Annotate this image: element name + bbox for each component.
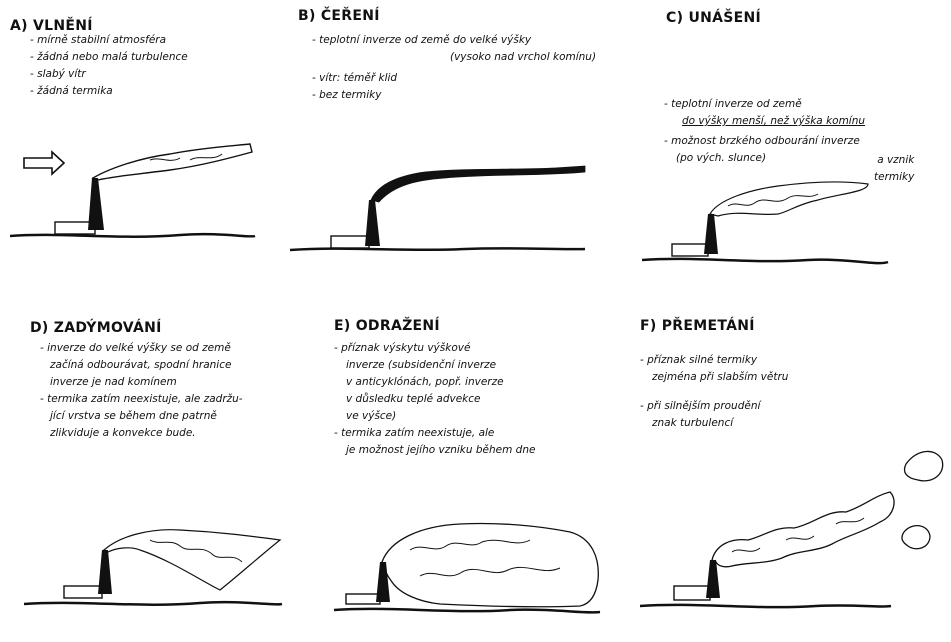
panel-e-line: je možnost jejího vzniku během dne xyxy=(346,444,536,456)
chimney xyxy=(365,200,380,246)
panel-f-line: - příznak silné termiky xyxy=(640,354,758,366)
smoke-plume-lofting xyxy=(102,529,282,591)
panel-f-illustration xyxy=(639,450,944,609)
panel-c-line: - teplotní inverze od země xyxy=(664,98,802,110)
panel-d-line: jící vrstva se během dne patrně xyxy=(50,410,217,422)
chimney xyxy=(88,178,104,230)
panel-c-line: - možnost brzkého odbourání inverze xyxy=(664,135,860,147)
panel-c-illustration xyxy=(641,181,889,265)
smoke-plume-looping xyxy=(381,522,599,608)
panel-d-title: D) ZADÝMOVÁNÍ xyxy=(30,320,162,336)
panel-c-line: do výšky menší, než výška komínu xyxy=(682,115,866,127)
panel-a-illustration xyxy=(9,143,256,238)
ground-line xyxy=(641,257,889,265)
panel-d-line: začíná odbourávat, spodní hranice xyxy=(50,359,232,371)
panel-d-line: inverze je nad komínem xyxy=(50,376,177,388)
panel-f-text: - příznak silné termiky zejména při slab… xyxy=(640,352,788,432)
panel-a-line: - mírně stabilní atmosféra xyxy=(30,34,167,46)
factory-building xyxy=(671,243,709,257)
factory-building xyxy=(673,585,711,601)
panel-a-text: - mírně stabilní atmosféra - žádná nebo … xyxy=(30,32,188,100)
panel-c-text: - teplotní inverze od země do výšky menš… xyxy=(664,96,865,167)
chimney xyxy=(98,550,112,594)
panel-b-line: - teplotní inverze od země do velké výšk… xyxy=(312,34,532,46)
smoke-plume-coning xyxy=(711,491,895,568)
panel-b-line: - bez termiky xyxy=(312,89,382,101)
panel-c-text-right: a vznik termiky xyxy=(874,152,914,186)
panel-a-title: A) VLNĚNÍ xyxy=(10,18,93,34)
factory-building xyxy=(54,221,96,235)
panel-a-line: - žádná nebo malá turbulence xyxy=(30,51,188,63)
panel-b-line: - vítr: téměř klid xyxy=(312,72,398,84)
panel-e-line: v anticyklónách, popř. inverze xyxy=(346,376,504,388)
panel-e-line: ve výšce) xyxy=(346,410,397,422)
panel-e-line: inverze (subsidenční inverze xyxy=(346,359,497,371)
ground-line xyxy=(333,607,601,614)
panel-b-line: (vysoko nad vrchol komínu) xyxy=(450,51,597,63)
panel-f-line: zejména při slabším větru xyxy=(652,371,789,383)
panel-e-line: - termika zatím neexistuje, ale xyxy=(334,427,495,439)
ground-line xyxy=(289,247,586,252)
ground-line xyxy=(23,600,283,606)
panel-e-line: v důsledku teplé advekce xyxy=(346,393,481,405)
panel-b-title: B) ČEŘENÍ xyxy=(298,8,380,24)
chimney xyxy=(706,560,720,598)
ground-line xyxy=(639,603,892,609)
panel-d-illustration xyxy=(23,529,283,606)
smoke-plume-fumigation xyxy=(709,181,869,217)
smoke-puff xyxy=(901,525,931,550)
panel-d-line: zlikviduje a konvekce bude. xyxy=(50,427,196,439)
panel-c-line: (po vých. slunce) xyxy=(676,152,767,164)
panel-e-text: - příznak výskytu výškové inverze (subsi… xyxy=(334,340,535,459)
smoke-plume-fanning xyxy=(91,143,253,181)
ground-line xyxy=(9,232,256,238)
smoke-plume-fanning xyxy=(370,165,586,203)
chimney xyxy=(376,562,390,602)
factory-building xyxy=(345,593,381,605)
panel-d-line: - inverze do velké výšky se od země xyxy=(40,342,231,354)
wind-arrow-icon xyxy=(23,150,66,176)
panel-c-line: termiky xyxy=(874,171,915,183)
panel-a-line: - slabý vítr xyxy=(30,68,86,80)
panel-a-line: - žádná termika xyxy=(30,85,113,97)
panel-e-illustration xyxy=(333,522,601,614)
panel-b-illustration xyxy=(289,165,586,252)
panel-f-line: - při silnějším proudění xyxy=(640,400,761,412)
chimney xyxy=(704,214,718,254)
panel-f-title: F) PŘEMETÁNÍ xyxy=(640,318,755,334)
panel-c-line: a vznik xyxy=(877,154,915,166)
smoke-puff xyxy=(903,450,944,482)
factory-building xyxy=(63,585,103,599)
panel-e-title: E) ODRAŽENÍ xyxy=(334,318,440,334)
panel-d-line: - termika zatím neexistuje, ale zadržu- xyxy=(40,393,243,405)
panel-b-text: - teplotní inverze od země do velké výšk… xyxy=(312,32,596,104)
panel-c-title: C) UNÁŠENÍ xyxy=(666,10,762,26)
factory-building xyxy=(330,235,370,249)
panel-f-line: znak turbulencí xyxy=(652,417,734,429)
panel-e-line: - příznak výskytu výškové xyxy=(334,342,471,354)
panel-d-text: - inverze do velké výšky se od země začí… xyxy=(40,340,243,442)
